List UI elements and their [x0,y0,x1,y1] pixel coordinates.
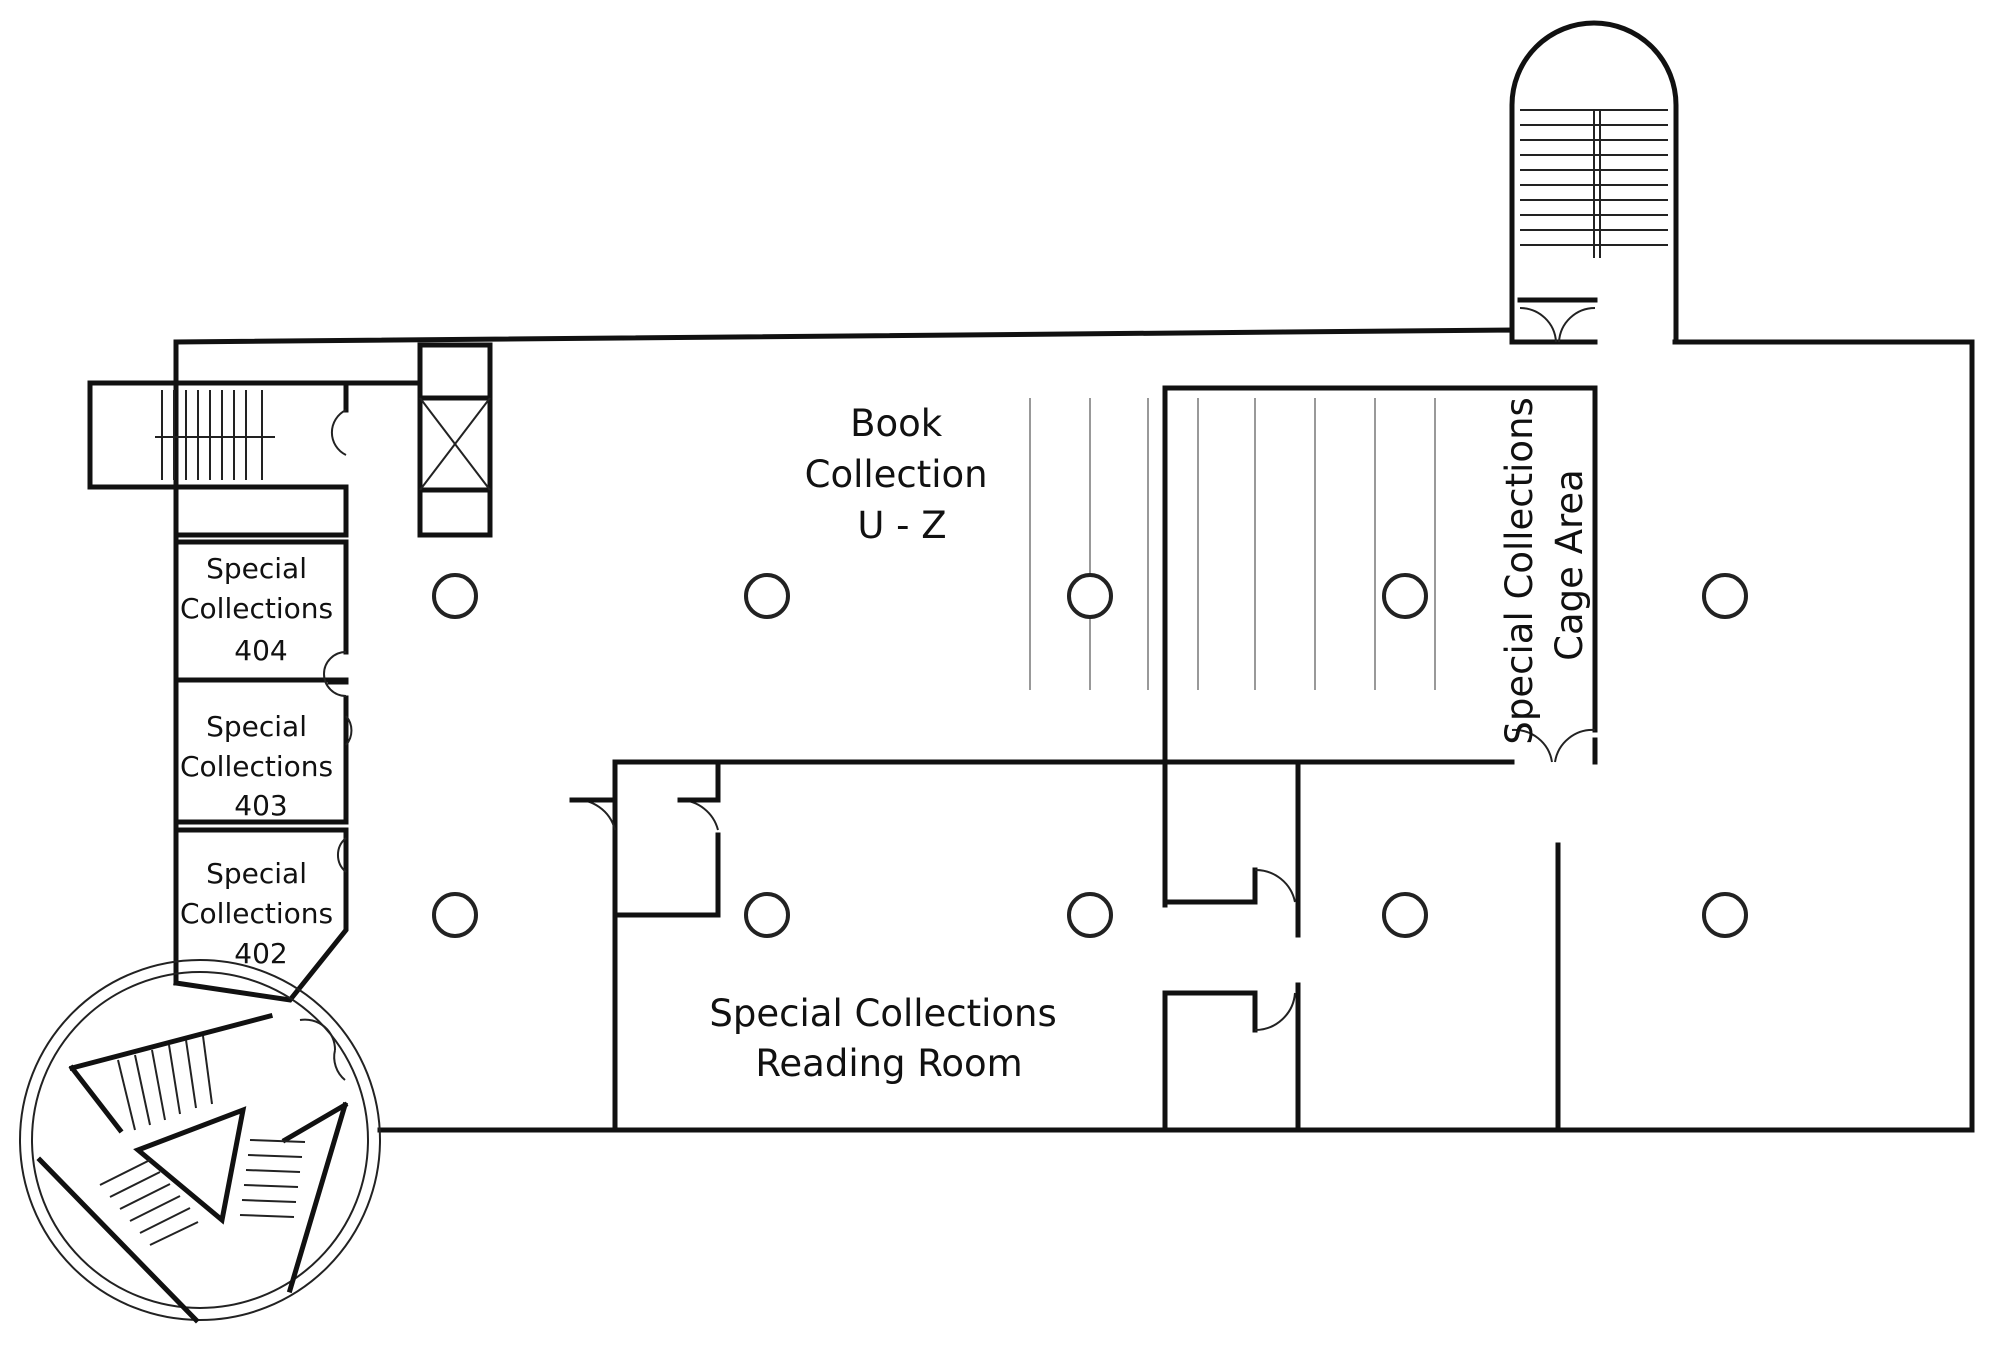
room-403-label: Special Collections 403 [180,710,342,822]
column [1067,573,1113,619]
column [432,573,478,619]
stair-northwest [87,380,423,538]
book-shelving [1029,398,1436,690]
room-402-label: Special Collections 402 [180,857,342,970]
cage-area-label: Special Collections Cage Area [1498,385,1591,744]
column [1702,892,1748,938]
column [1702,573,1748,619]
column [744,892,790,938]
room-404-label: Special Collections 404 [180,552,342,667]
reading-room-label: Special Collections Reading Room [709,992,1068,1085]
stair-tower-northeast [1509,20,1679,345]
column [1382,892,1428,938]
column [1382,573,1428,619]
elevator [417,342,493,538]
book-collection-label: Book Collection U - Z [805,402,1000,547]
column [432,892,478,938]
west-rooms [173,539,353,1003]
rotunda-stair [19,959,381,1324]
column [1067,892,1113,938]
columns [432,573,1748,938]
exterior-walls [173,327,1975,1133]
interior-walls [569,385,1598,1133]
column [744,573,790,619]
